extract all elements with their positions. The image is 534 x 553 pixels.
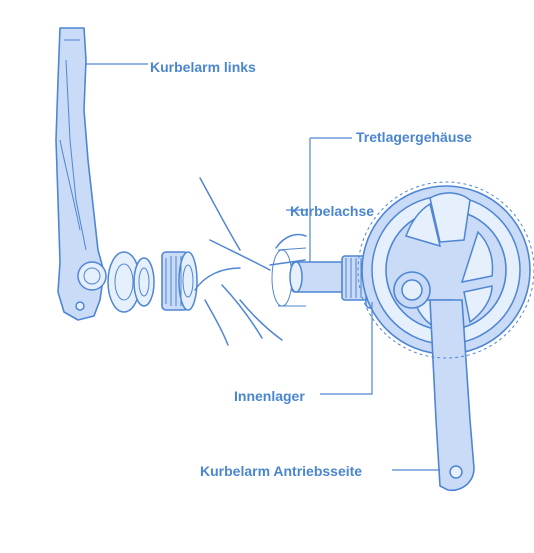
label-kurbelachse: Kurbelachse [290,203,375,219]
bottom-bracket-shell [194,177,307,346]
drive-side-crank [357,181,534,492]
label-kurbelarm-links: Kurbelarm links [150,59,256,75]
bearing-washers [107,251,155,313]
label-tretlagergehaeuse: Tretlagergehäuse [356,129,472,145]
label-kurbelarm-antriebsseite: Kurbelarm Antriebsseite [200,463,363,479]
left-bearing-cup [161,251,198,311]
label-innenlager: Innenlager [234,388,305,404]
left-crank-arm [55,27,107,321]
leader-lines [86,63,440,471]
